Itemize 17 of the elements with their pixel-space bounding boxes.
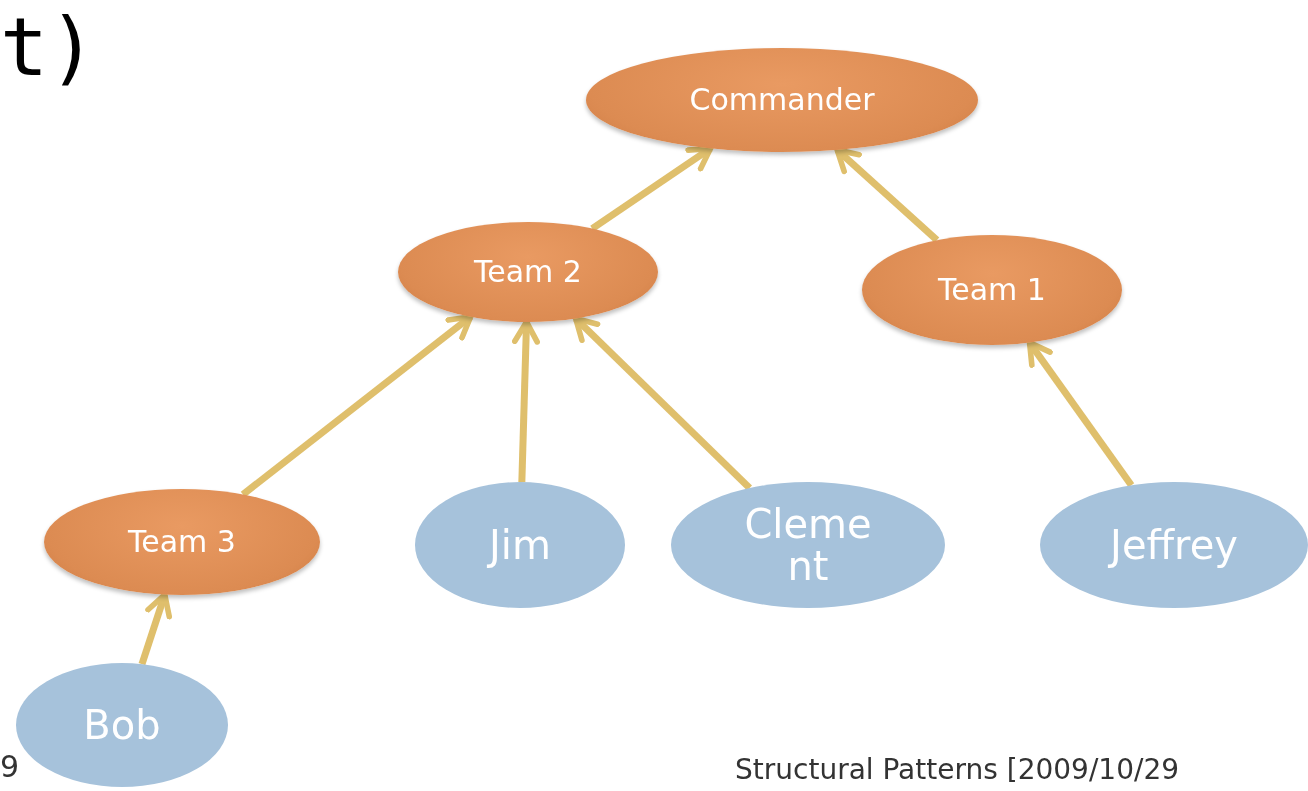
node-label: Team 3 [128, 526, 236, 558]
node-label: Cleme nt [743, 503, 873, 587]
node-label: Team 1 [938, 274, 1046, 306]
arrow [1026, 339, 1135, 488]
arrow [590, 145, 714, 232]
arrow [572, 315, 752, 491]
arrow [240, 314, 474, 498]
arrow [511, 319, 540, 483]
node-label: Jeffrey [1110, 524, 1238, 566]
node-label: Bob [83, 704, 161, 746]
arrow [834, 147, 940, 243]
page-number: 9 [0, 752, 20, 782]
node-label: Team 2 [474, 256, 582, 288]
node-label: Commander [689, 84, 875, 116]
footer-text: Structural Patterns [2009/10/29 [735, 756, 1179, 784]
title-fragment: t) [0, 8, 97, 88]
node-label: Jim [489, 524, 551, 566]
